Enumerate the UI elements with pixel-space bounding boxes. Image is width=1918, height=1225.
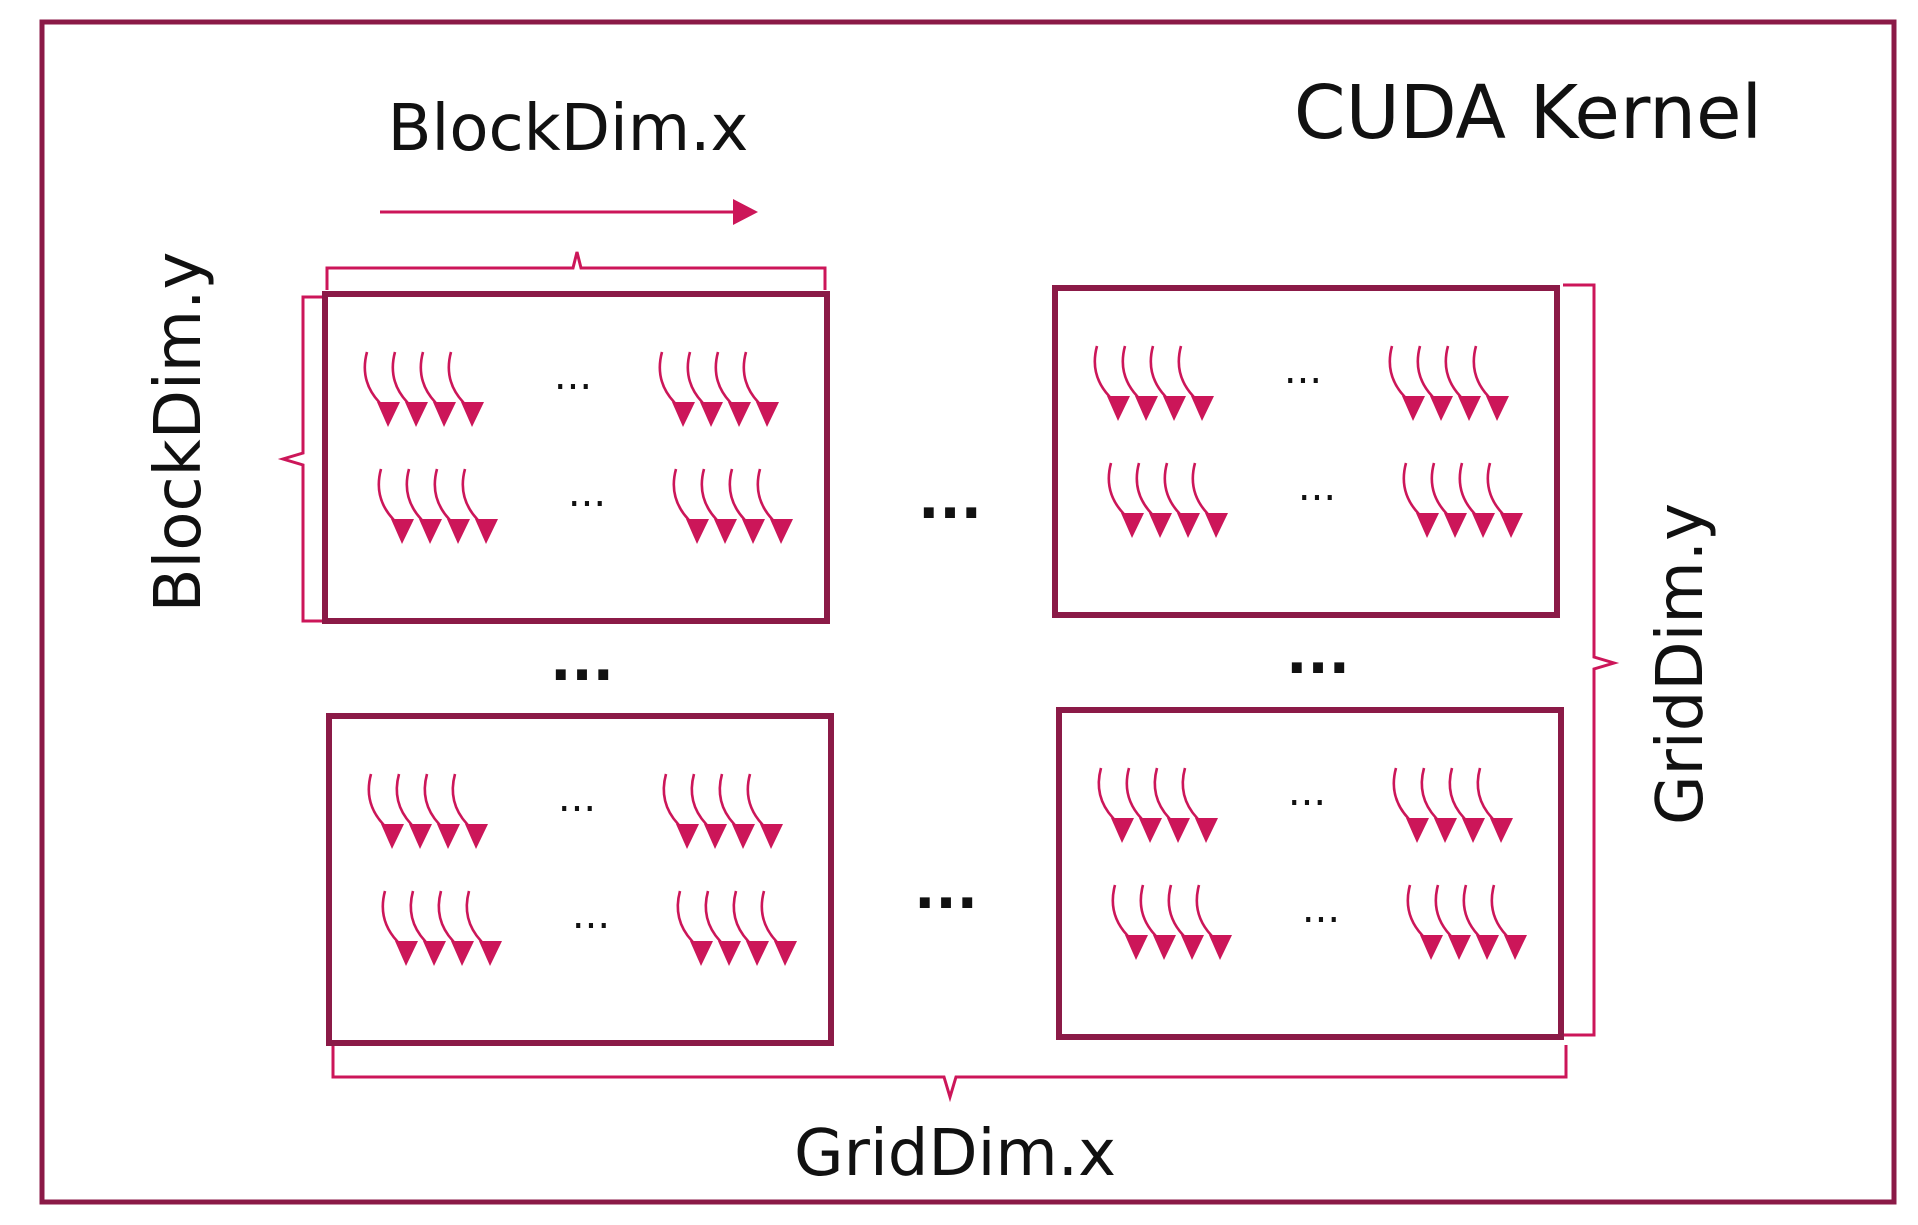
grid-dim-y-label: GridDim.y	[1644, 503, 1718, 825]
thread-block-top-right: ......	[1052, 285, 1560, 618]
thread-arrow	[1416, 345, 1453, 421]
grid-dim-x-label: GridDim.x	[794, 1117, 1116, 1191]
grid-dim-y-brace	[1563, 283, 1620, 1037]
thread-arrow	[465, 890, 502, 966]
thread-arrow	[1121, 345, 1158, 421]
thread-arrow	[1490, 884, 1527, 960]
thread-arrow	[461, 468, 498, 544]
thread-arrow	[1462, 884, 1499, 960]
thread-arrow	[1163, 462, 1200, 538]
thread-arrow	[686, 351, 723, 427]
kernel-title: CUDA Kernel	[1294, 70, 1762, 156]
thread-arrow	[760, 890, 797, 966]
thread-block-frame	[1056, 707, 1564, 1040]
thread-arrow	[1406, 884, 1443, 960]
block-dim-y-label: BlockDim.y	[142, 252, 216, 613]
thread-ellipsis: ...	[558, 775, 596, 821]
thread-arrow	[395, 773, 432, 849]
thread-arrow	[1107, 462, 1144, 538]
thread-arrow	[1476, 767, 1513, 843]
thread-arrow	[423, 773, 460, 849]
thread-arrow	[672, 468, 709, 544]
thread-arrow	[1434, 884, 1471, 960]
thread-arrow	[419, 351, 456, 427]
thread-arrow	[1135, 462, 1172, 538]
thread-arrow	[363, 351, 400, 427]
thread-arrow	[1430, 462, 1467, 538]
thread-ellipsis: ...	[572, 892, 610, 938]
thread-arrow	[367, 773, 404, 849]
thread-arrow	[690, 773, 727, 849]
thread-arrow	[1177, 345, 1214, 421]
thread-arrow	[732, 890, 769, 966]
thread-arrow	[728, 468, 765, 544]
thread-arrow	[704, 890, 741, 966]
thread-ellipsis: ...	[1298, 464, 1336, 510]
thread-arrow	[437, 890, 474, 966]
thread-arrow	[1093, 345, 1130, 421]
thread-arrow	[1139, 884, 1176, 960]
grid-ellipsis-vertical-left: ...	[550, 629, 614, 694]
thread-arrow	[1402, 462, 1439, 538]
thread-arrow	[433, 468, 470, 544]
thread-ellipsis: ...	[1288, 769, 1326, 815]
thread-arrow	[742, 351, 779, 427]
thread-arrow	[1388, 345, 1425, 421]
block-dim-x-brace	[325, 251, 827, 290]
thread-block-frame	[322, 291, 830, 624]
thread-arrow	[1472, 345, 1509, 421]
thread-arrow	[391, 351, 428, 427]
thread-block-bottom-right: ......	[1056, 707, 1564, 1040]
thread-arrow	[381, 890, 418, 966]
thread-arrow	[451, 773, 488, 849]
thread-arrow	[1195, 884, 1232, 960]
thread-arrow	[1167, 884, 1204, 960]
thread-arrow	[662, 773, 699, 849]
thread-arrow	[1420, 767, 1457, 843]
thread-arrow	[746, 773, 783, 849]
grid-ellipsis-horizontal-top: ...	[918, 467, 982, 532]
thread-arrow	[658, 351, 695, 427]
block-dim-x-label: BlockDim.x	[388, 92, 749, 166]
thread-arrow	[1444, 345, 1481, 421]
thread-arrow	[1125, 767, 1162, 843]
grid-ellipsis-vertical-right: ...	[1286, 622, 1350, 687]
thread-block-frame	[326, 713, 834, 1046]
thread-arrow	[377, 468, 414, 544]
thread-arrow	[714, 351, 751, 427]
thread-arrow	[700, 468, 737, 544]
thread-arrow	[756, 468, 793, 544]
thread-arrow	[1181, 767, 1218, 843]
thread-block-top-left: ......	[322, 291, 830, 624]
thread-arrow	[676, 890, 713, 966]
thread-arrow	[1486, 462, 1523, 538]
thread-ellipsis: ...	[554, 353, 592, 399]
thread-arrow	[1392, 767, 1429, 843]
thread-arrow	[1149, 345, 1186, 421]
thread-arrow	[409, 890, 446, 966]
thread-arrow	[1448, 767, 1485, 843]
kernel-frame	[39, 19, 1897, 1205]
thread-ellipsis: ...	[1302, 886, 1340, 932]
thread-arrow	[405, 468, 442, 544]
thread-arrow	[1097, 767, 1134, 843]
grid-ellipsis-horizontal-bottom: ...	[914, 857, 978, 922]
thread-block-bottom-left: ......	[326, 713, 834, 1046]
block-dim-y-brace	[277, 295, 322, 623]
thread-arrow	[1111, 884, 1148, 960]
thread-ellipsis: ...	[1284, 347, 1322, 393]
thread-arrow	[1153, 767, 1190, 843]
grid-dim-x-brace	[331, 1045, 1568, 1103]
thread-arrow	[447, 351, 484, 427]
thread-arrow	[1191, 462, 1228, 538]
thread-block-frame	[1052, 285, 1560, 618]
thread-ellipsis: ...	[568, 470, 606, 516]
thread-arrow	[1458, 462, 1495, 538]
block-dim-x-arrow	[380, 199, 758, 225]
thread-arrow	[718, 773, 755, 849]
